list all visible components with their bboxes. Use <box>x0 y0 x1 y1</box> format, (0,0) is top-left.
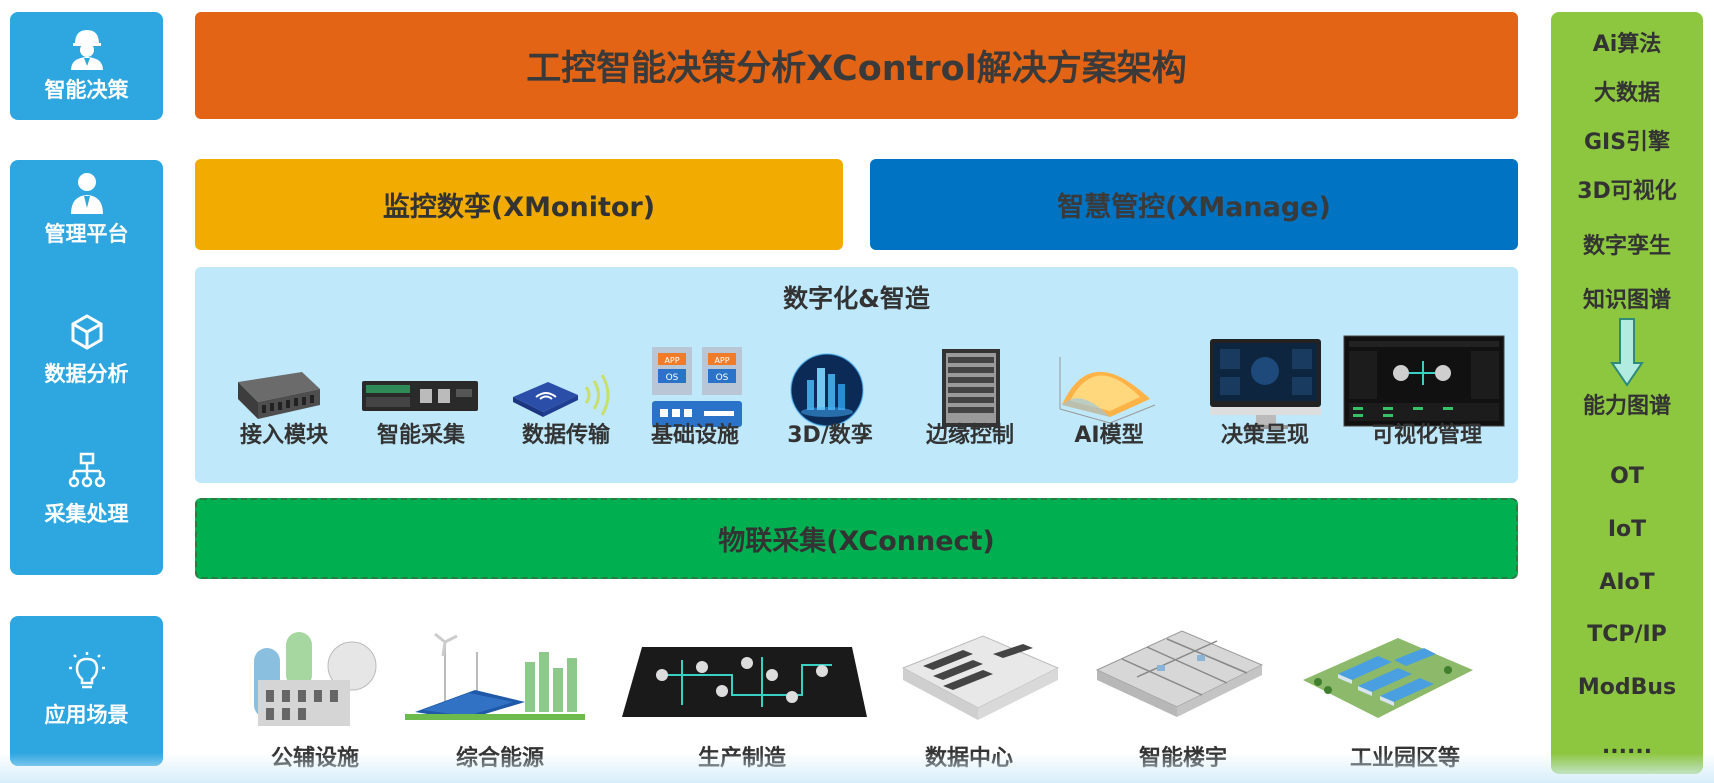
collector-icon <box>362 381 478 411</box>
io-module-icon <box>238 372 320 419</box>
left-item-analysis: 数据分析 <box>10 310 163 388</box>
monitor-label: 监控数孪(XMonitor) <box>382 192 656 223</box>
digital-panel: 数字化&智造 APP APP OS OS <box>195 267 1518 483</box>
manage-label: 智慧管控(XManage) <box>1057 192 1331 223</box>
manage-banner[interactable]: 智慧管控(XManage) <box>870 159 1518 250</box>
monitor-icon <box>1210 339 1321 429</box>
page-title: 工控智能决策分析XControl解决方案架构 <box>526 49 1187 89</box>
protocol-item: OT <box>1610 464 1644 489</box>
app-text: APP <box>664 356 679 365</box>
digital-item-label: 3D/数孪 <box>787 423 873 448</box>
lightbulb-icon <box>68 652 105 689</box>
app-text: APP <box>714 356 729 365</box>
protocol-item: AIoT <box>1599 570 1655 595</box>
capability-item: Ai算法 <box>1592 32 1662 57</box>
hierarchy-icon <box>68 452 105 488</box>
os-text: OS <box>666 373 679 383</box>
digital-item-label: 接入模块 <box>239 423 329 448</box>
server-os-icon: APP APP OS OS <box>652 347 742 427</box>
industrial-park-icon <box>1303 638 1473 718</box>
worker-icon <box>70 30 103 70</box>
digital-item-label: AI模型 <box>1074 423 1144 448</box>
digital-item-label: 数据传输 <box>521 423 611 448</box>
protocol-item: TCP/IP <box>1587 622 1667 647</box>
monitor-banner[interactable]: 监控数孪(XMonitor) <box>195 159 843 250</box>
digital-item-label: 智能采集 <box>376 423 466 448</box>
dashboard-icon <box>1343 335 1505 427</box>
left-item-decision: 智能决策 <box>10 26 163 104</box>
connect-label: 物联采集(XConnect) <box>718 526 995 557</box>
capability-graph-label: 能力图谱 <box>1582 394 1671 419</box>
left-item-collect: 采集处理 <box>10 450 163 528</box>
protocol-item: ModBus <box>1577 675 1677 700</box>
digital-item-label: 可视化管理 <box>1371 423 1483 448</box>
manager-icon <box>70 173 103 214</box>
connect-banner[interactable]: 物联采集(XConnect) <box>195 498 1518 579</box>
energy-icon <box>405 632 585 720</box>
left-item-scenario: 应用场景 <box>10 651 163 729</box>
production-line-icon <box>622 647 867 717</box>
building-floor-icon <box>1095 630 1264 717</box>
capability-item: 3D可视化 <box>1577 179 1677 204</box>
left-label-scenario: 应用场景 <box>44 703 129 727</box>
left-box-scenario: 应用场景 <box>10 616 163 766</box>
digital-item-label: 边缘控制 <box>925 423 1015 448</box>
left-label-platform: 管理平台 <box>44 222 129 246</box>
digital-city-icon <box>790 353 864 427</box>
os-text: OS <box>716 373 729 383</box>
wireless-router-icon <box>513 374 610 417</box>
capability-item: 大数据 <box>1593 81 1660 106</box>
left-box-platform: 管理平台 数据分析 采集处理 <box>10 160 163 575</box>
surface-plot-icon <box>1059 357 1156 424</box>
down-arrow-icon <box>1610 318 1644 387</box>
capability-item: GIS引擎 <box>1583 130 1671 155</box>
capability-item: 知识图谱 <box>1582 288 1671 313</box>
digital-item-label: 决策呈现 <box>1220 423 1310 448</box>
left-label-analysis: 数据分析 <box>44 362 129 386</box>
right-sidebar: Ai算法 大数据 GIS引擎 3D可视化 数字孪生 知识图谱 能力图谱 OT I… <box>1551 12 1703 774</box>
digital-title: 数字化&智造 <box>783 284 930 313</box>
left-label-decision: 智能决策 <box>44 78 129 102</box>
datacenter-icon <box>901 635 1060 720</box>
digital-item-label: 基础设施 <box>650 423 740 448</box>
title-banner: 工控智能决策分析XControl解决方案架构 <box>195 12 1518 119</box>
protocol-item: IoT <box>1607 517 1647 542</box>
factory-icon <box>254 632 377 726</box>
left-label-collect: 采集处理 <box>44 502 129 526</box>
capability-item: 数字孪生 <box>1582 234 1671 259</box>
bottom-decoration <box>0 753 1714 783</box>
left-box-decision: 智能决策 <box>10 12 163 120</box>
left-item-platform: 管理平台 <box>10 170 163 248</box>
edge-cabinet-icon <box>942 349 1000 427</box>
cube-icon <box>71 314 102 350</box>
